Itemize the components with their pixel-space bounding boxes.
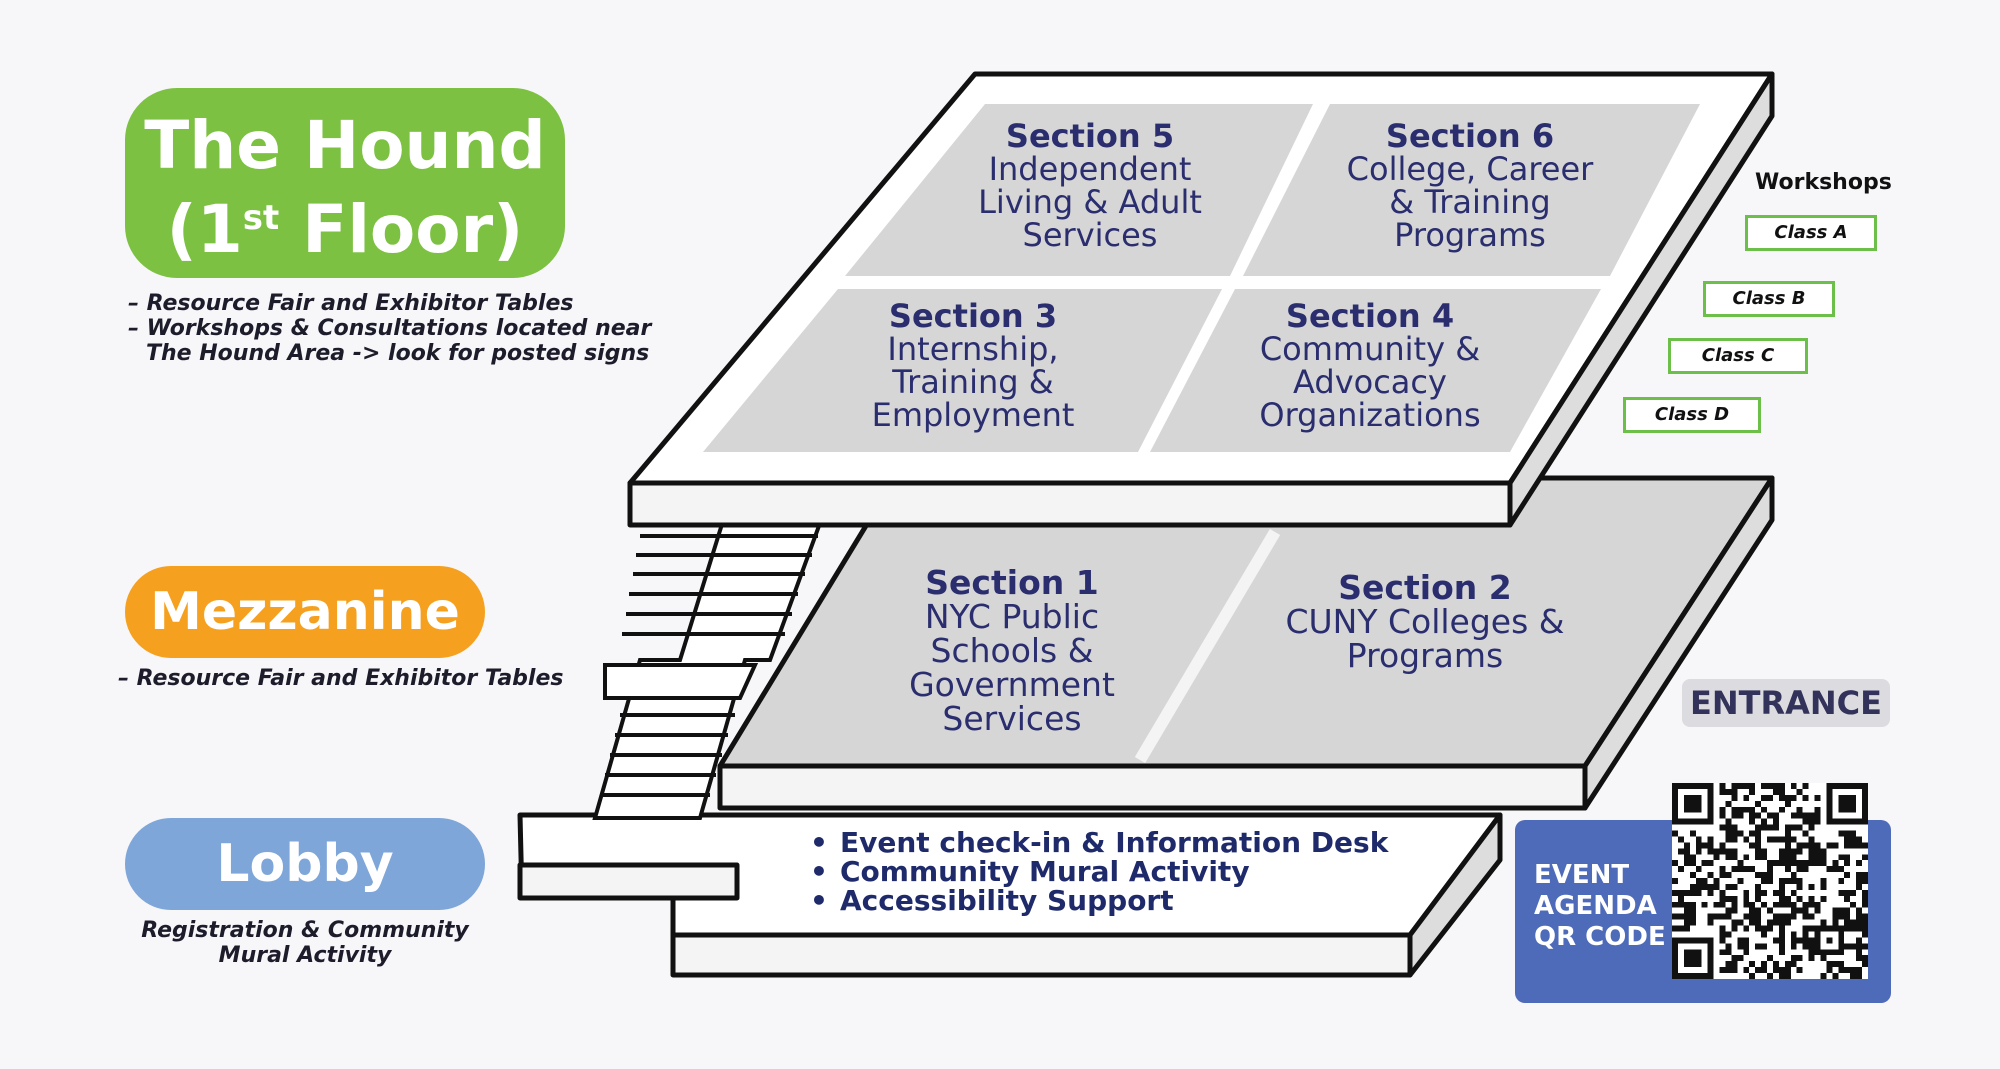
section-title: Section 5 — [1005, 117, 1175, 155]
section-line: Training & — [892, 363, 1054, 401]
section-line: Advocacy — [1293, 363, 1447, 401]
section-title: Section 1 — [925, 563, 1099, 602]
section-line: NYC Public — [924, 597, 1100, 636]
staircase — [592, 480, 838, 820]
class-d-box: Class D — [1623, 397, 1761, 433]
section-line: Employment — [871, 396, 1075, 434]
hound-title-open: (1 — [166, 191, 243, 268]
section-3: Section 3 Internship, Training & Employm… — [823, 300, 1123, 432]
section-line: Services — [942, 699, 1082, 738]
section-title: Section 3 — [888, 297, 1058, 335]
section-line: CUNY Colleges & — [1285, 602, 1565, 641]
hound-title-close: Floor) — [279, 191, 524, 268]
lobby-note: Registration & Community Mural Activity — [141, 918, 469, 968]
mezzanine-note: – Resource Fair and Exhibitor Tables — [118, 666, 564, 691]
qr-label-line: EVENT — [1534, 860, 1630, 890]
section-line: Independent — [988, 150, 1192, 188]
section-line: Community & — [1259, 330, 1481, 368]
hound-section-tiles — [703, 104, 1700, 452]
hound-note: The Hound Area -> look for posted signs — [146, 341, 650, 366]
section-4: Section 4 Community & Advocacy Organizat… — [1205, 300, 1535, 432]
section-6: Section 6 College, Career & Training Pro… — [1305, 120, 1635, 252]
lobby-feature-list: Event check-in & Information Desk Commun… — [810, 828, 1388, 915]
section-line: Living & Adult — [978, 183, 1202, 221]
class-c-box: Class C — [1668, 338, 1808, 374]
section-line: College, Career — [1346, 150, 1594, 188]
section-title: Section 6 — [1385, 117, 1555, 155]
lobby-level-label: Lobby — [125, 818, 485, 910]
hound-title-sup: st — [242, 198, 280, 238]
qr-code-image[interactable] — [1672, 783, 1868, 979]
mezzanine-slab — [717, 475, 1775, 811]
hound-note: – Resource Fair and Exhibitor Tables — [128, 291, 574, 316]
class-a-box: Class A — [1745, 215, 1877, 251]
qr-label: EVENT AGENDA QR CODE — [1534, 860, 1666, 953]
qr-code-graphic — [1672, 783, 1868, 979]
entrance-label: ENTRANCE — [1682, 679, 1890, 727]
list-item: Accessibility Support — [810, 886, 1388, 915]
hound-level-label: The Hound (1st Floor) — [125, 88, 565, 278]
section-title: Section 4 — [1285, 297, 1455, 335]
section-line: Programs — [1346, 636, 1504, 675]
list-item: Event check-in & Information Desk — [810, 828, 1388, 857]
section-2: Section 2 CUNY Colleges & Programs — [1240, 571, 1610, 673]
workshops-label: Workshops — [1755, 170, 1892, 195]
hound-title-main: The Hound — [144, 107, 546, 184]
class-b-box: Class B — [1703, 281, 1835, 317]
section-line: & Training — [1389, 183, 1551, 221]
mezzanine-level-label: Mezzanine — [125, 566, 485, 658]
section-title: Section 2 — [1338, 568, 1512, 607]
list-item: Community Mural Activity — [810, 857, 1388, 886]
section-line: Schools & — [930, 631, 1094, 670]
section-line: Programs — [1394, 216, 1546, 254]
section-1: Section 1 NYC Public Schools & Governmen… — [862, 566, 1162, 736]
qr-label-line: QR CODE — [1534, 922, 1666, 952]
hound-note: – Workshops & Consultations located near — [128, 316, 652, 341]
section-line: Internship, — [887, 330, 1059, 368]
section-5: Section 5 Independent Living & Adult Ser… — [935, 120, 1245, 252]
qr-label-line: AGENDA — [1534, 891, 1657, 921]
section-line: Services — [1022, 216, 1158, 254]
hound-notes: – Resource Fair and Exhibitor Tables – W… — [128, 291, 651, 366]
section-line: Government — [909, 665, 1115, 704]
section-line: Organizations — [1259, 396, 1481, 434]
